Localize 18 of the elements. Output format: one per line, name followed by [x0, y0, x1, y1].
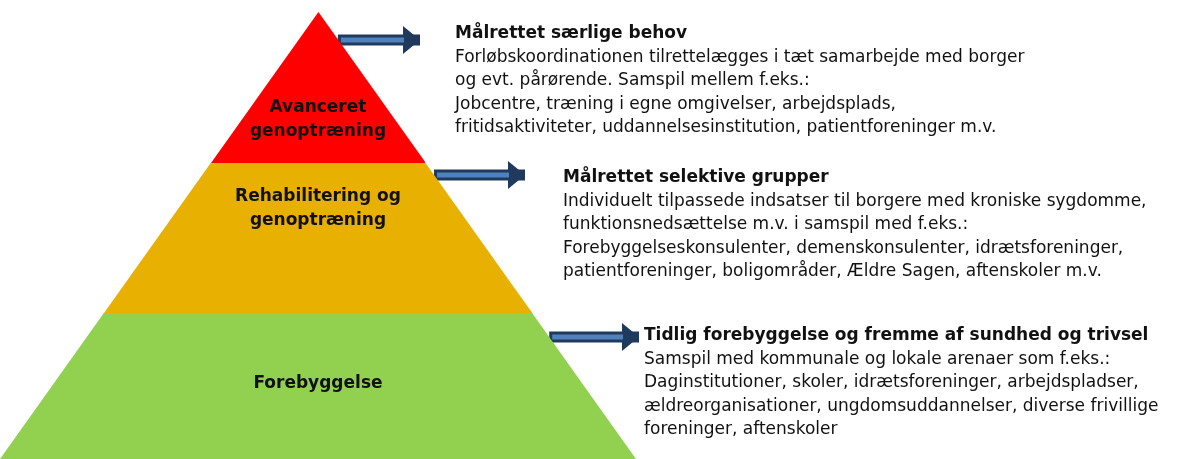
arrow	[549, 323, 639, 351]
arrow	[433, 161, 525, 189]
pyramid-tier	[103, 163, 533, 313]
pyramid-tier	[210, 12, 426, 163]
description-text: Individuelt tilpassede indsatser til borgere med kroniske sygdomme, funktionsnedsættelse m.v. i samspil med f.eks.:	[563, 188, 1148, 236]
section-heading: Målrettet særlige behov	[455, 21, 689, 44]
description-text: Jobcentre, træning i egne omgivelser, arbejdsplads, fritidsaktiviteter, uddannelsesinstitution, patientforeninger m.v.	[455, 91, 998, 139]
description-text: Forebyggelseskonsulenter, demenskonsulenter, idrætsforeninger, patientforeninger, boligområder, Ældre Sagen, aftenskoler m.v.	[563, 235, 1125, 283]
tier-label: Forebyggelse	[252, 371, 384, 394]
tier-label: Avanceret genoptræning	[248, 95, 388, 142]
description-text: Daginstitutioner, skoler, idrætsforeninger, arbejdspladser, ældreorganisationer, ungdomsuddannelser, diverse frivillige foreninger, aftenskoler	[644, 370, 1160, 441]
section-heading: Tidlig forebyggelse og fremme af sundhed og trivsel	[644, 323, 1150, 346]
description-text: Samspil med kommunale og lokale arenaer som f.eks.:	[644, 346, 1112, 370]
pyramid-tier	[0, 313, 636, 459]
description-text: Forløbskoordinationen tilrettelægges i tæt samarbejde med borger og evt. pårørende. Samspil mellem f.eks.:	[455, 44, 1026, 92]
arrow	[337, 26, 420, 54]
section-heading: Målrettet selektive grupper	[563, 165, 830, 188]
tier-label: Rehabilitering og genoptræning	[234, 184, 402, 231]
